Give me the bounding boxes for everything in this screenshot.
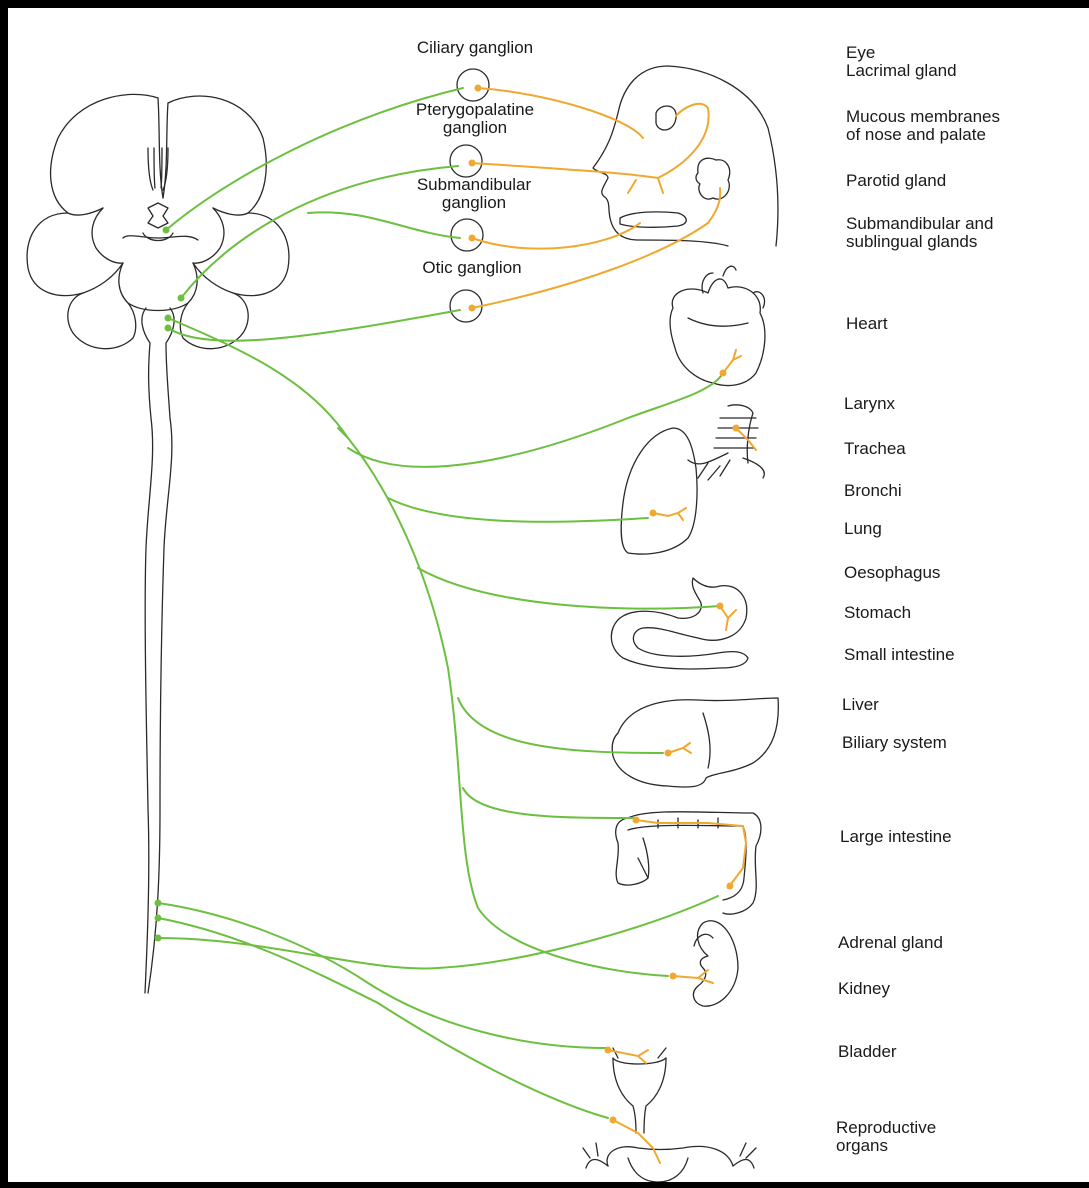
- bladder-outline: [613, 1048, 666, 1133]
- small-intestine-label: Small intestine: [844, 646, 955, 664]
- mucous-membranes-label-2: of nose and palate: [846, 126, 986, 144]
- large-intestine-label: Large intestine: [840, 828, 952, 846]
- heart-label: Heart: [846, 315, 888, 333]
- large-intestine-outline: [616, 812, 761, 914]
- liver-label: Liver: [842, 696, 879, 714]
- head-outline: [593, 66, 778, 246]
- preganglionic-fibers: [158, 88, 721, 1118]
- otic-ganglion-label: Otic ganglion: [422, 259, 521, 277]
- submandibular-sublingual-label-1: Submandibular and: [846, 215, 993, 233]
- kidney-label: Kidney: [838, 980, 890, 998]
- oesophagus-label: Oesophagus: [844, 564, 940, 582]
- airway-outline: [621, 405, 764, 554]
- diagram-frame: Ciliary ganglion Pterygopalatine ganglio…: [8, 8, 1089, 1182]
- kidney-outline: [693, 921, 738, 1006]
- lacrimal-gland-label: Lacrimal gland: [846, 62, 957, 80]
- submandibular-ganglion-label-2: ganglion: [442, 194, 506, 212]
- ciliary-ganglion-label: Ciliary ganglion: [417, 39, 533, 57]
- larynx-label: Larynx: [844, 395, 895, 413]
- reproductive-organs-label-2: organs: [836, 1137, 888, 1155]
- spinal-cord-outline: [142, 308, 174, 993]
- biliary-system-label: Biliary system: [842, 734, 947, 752]
- pterygopalatine-ganglion-label-1: Pterygopalatine: [416, 101, 534, 119]
- eye-label: Eye: [846, 44, 875, 62]
- submandibular-ganglion-label-1: Submandibular: [417, 176, 531, 194]
- parotid-gland-shape: [696, 158, 730, 199]
- stomach-label: Stomach: [844, 604, 911, 622]
- lung-shape: [621, 428, 697, 554]
- adrenal-gland-label: Adrenal gland: [838, 934, 943, 952]
- submandibular-gland-shape: [620, 212, 686, 227]
- ciliary-ganglion-circle: [457, 69, 489, 101]
- trachea-label: Trachea: [844, 440, 906, 458]
- mucous-membranes-label-1: Mucous membranes: [846, 108, 1000, 126]
- liver-outline: [612, 698, 778, 787]
- lacrimal-gland-shape: [656, 106, 676, 130]
- reproductive-organs-label-1: Reproductive: [836, 1119, 936, 1137]
- pterygopalatine-ganglion-circle: [450, 145, 482, 177]
- bladder-label: Bladder: [838, 1043, 897, 1061]
- brain-outline: [27, 94, 289, 348]
- submandibular-sublingual-label-2: sublingual glands: [846, 233, 977, 251]
- parotid-gland-label: Parotid gland: [846, 172, 946, 190]
- pterygopalatine-ganglion-label-2: ganglion: [443, 119, 507, 137]
- uterus-outline: [583, 1143, 756, 1182]
- bronchi-label: Bronchi: [844, 482, 902, 500]
- submandibular-ganglion-circle: [451, 219, 483, 251]
- heart-outline: [670, 266, 765, 385]
- lung-label: Lung: [844, 520, 882, 538]
